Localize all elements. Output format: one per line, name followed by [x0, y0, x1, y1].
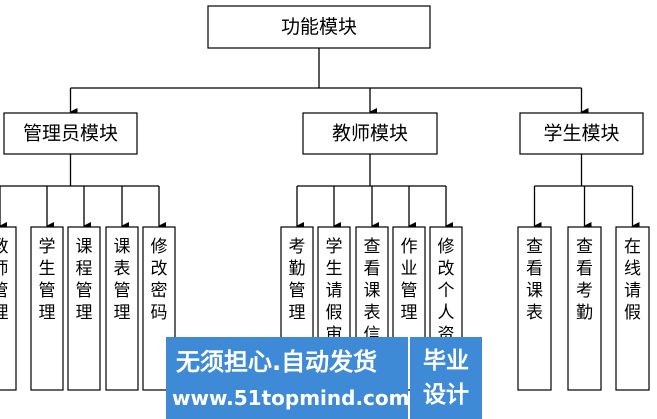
child-label-1-5: 修改密码	[151, 237, 168, 323]
module-box-2	[302, 112, 438, 155]
child-box-1-2	[30, 226, 64, 391]
watermark-badge-bottom: 设计	[423, 382, 469, 408]
child-label-1-2: 学生管理	[39, 237, 56, 323]
child-box-3-3	[615, 226, 650, 391]
child-label-2-1: 考勤管理	[289, 237, 306, 323]
child-box-1-1	[0, 226, 17, 391]
child-label-2-4: 作业管理	[401, 237, 418, 323]
root-node-box	[207, 5, 431, 49]
child-label-1-3: 课程管理	[76, 237, 93, 323]
child-box-1-4	[105, 226, 139, 391]
module-box-1	[3, 112, 138, 155]
module-label-1: 管理员模块	[23, 123, 118, 145]
watermark-panel	[166, 337, 408, 419]
root-node-label: 功能模块	[281, 16, 357, 38]
child-label-1-1: 教师管理	[0, 237, 9, 323]
child-box-3-1	[517, 226, 552, 391]
child-label-3-2: 查看考勤	[576, 237, 593, 323]
watermark-url: www.51topmind.com	[172, 386, 409, 410]
module-label-2: 教师模块	[332, 123, 408, 145]
diagram-nodes: 功能模块管理员模块教师管理学生管理课程管理课表管理修改密码教师模块考勤管理学生请…	[0, 5, 650, 391]
child-box-1-3	[67, 226, 101, 391]
module-label-3: 学生模块	[543, 123, 619, 145]
watermark-badge	[410, 337, 482, 419]
child-label-3-3: 在线请假	[624, 237, 641, 323]
child-label-3-1: 查看课表	[526, 237, 543, 323]
module-box-3	[519, 112, 644, 155]
child-box-3-2	[567, 226, 602, 391]
watermark-slogan: 无须担心.自动发货	[176, 348, 377, 376]
connector-lines	[0, 48, 640, 230]
child-label-1-4: 课表管理	[114, 237, 131, 323]
watermark-badge-top: 毕业	[423, 348, 469, 374]
